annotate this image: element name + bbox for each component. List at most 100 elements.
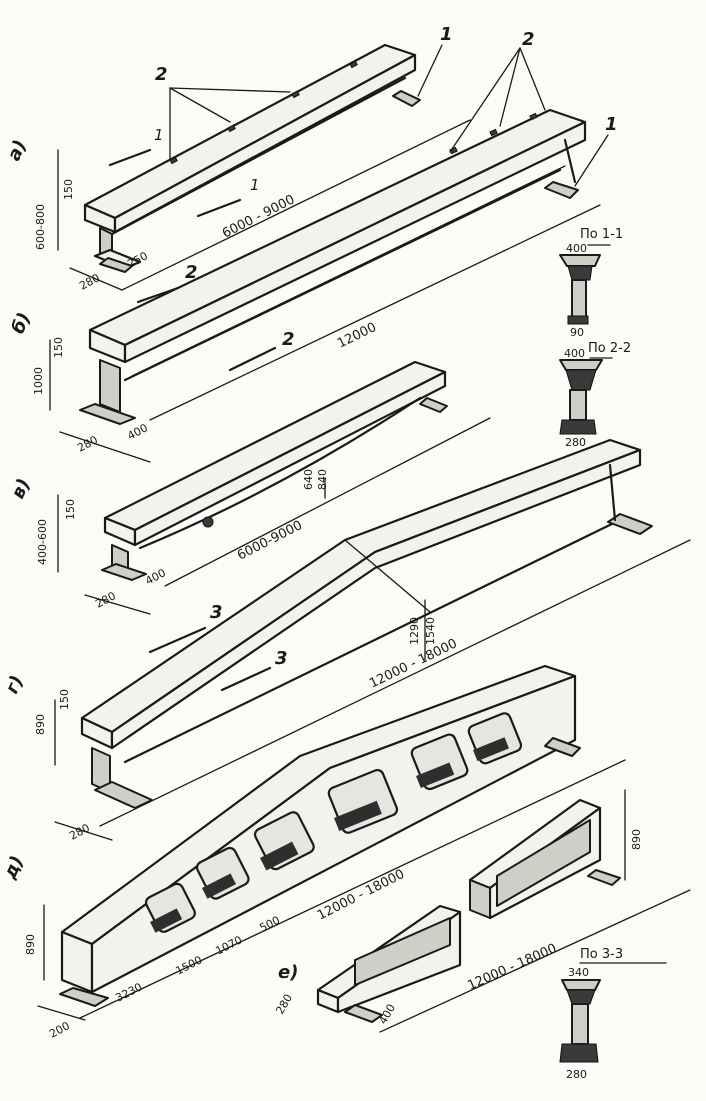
section-3-3-bottom: 280 [566,1068,587,1081]
beam-b-embedded-parts [449,112,538,155]
callout-1-right: 1 [605,114,618,135]
beam-b-top-flange [88,108,587,347]
section-mark-1b: 1 [250,176,260,194]
dim-e-p2: 1500 [173,953,204,977]
dim-e-p3: 1070 [213,933,244,957]
beam-d-ridge-dim [344,539,431,613]
section-mark-2a: 2 [185,262,198,283]
variant-d-label: г) [1,672,27,697]
beam-c-lifting-loop [202,516,214,528]
dim-d-flange: 150 [58,689,71,710]
section-mark-3a: 3 [210,602,223,623]
dim-b-flange: 150 [52,337,65,358]
dim-c-flange: 150 [64,499,77,520]
section-mark-1a: 1 [154,126,164,144]
section-labels: По 1-1 400 90 По 2-2 400 280 По 3-3 340 … [564,227,631,1081]
dim-e-span: 12000 - 18000 [315,867,407,924]
beam-a-support-plate-left [99,257,133,273]
dim-a-span: 6000 - 9000 [220,192,297,241]
variant-c-label: в) [7,475,34,502]
beam-b-side-face [123,120,587,364]
beam-b [79,108,587,425]
callout-numbers: 2 2 1 1 1 1 2 2 3 3 [154,24,618,669]
beam-c-side-face [133,370,447,547]
beam-f-back-end [469,879,491,919]
dim-f-height: 890 [630,829,643,850]
beam-d-bottom-chord [123,518,622,764]
dimension-lines [37,119,691,1033]
dim-f-width: 280 [273,992,295,1017]
beam-d-side-face [110,448,642,750]
dim-d-height: 890 [34,714,47,735]
beam-d-end-web [608,463,617,522]
beam-b-web-line [123,168,562,382]
callout-2-right: 2 [522,29,535,50]
dim-c-mid2: 840 [316,469,329,490]
section-1-1-top: 400 [566,242,587,255]
section-3-3-top: 340 [568,966,589,979]
dim-f-span: 12000 - 18000 [466,941,560,994]
dim-c-width: 280 [93,589,118,610]
beam-b-support-plate [544,181,579,199]
section-1-1-bottom: 90 [570,326,584,339]
beam-e-support-plate-left [59,987,109,1007]
dim-a-flange: 150 [62,179,75,200]
beam-f-back-panel [496,819,591,907]
variant-f-label: е) [278,962,298,983]
variant-e-label: д) [0,853,28,883]
beam-b-web-line2 [131,165,566,377]
variant-a-label: a) [3,137,31,164]
section-2-2 [559,357,613,435]
section-3-3-title: По 3-3 [580,947,623,962]
beam-b-web [99,359,121,413]
beam-c-web-curve [138,396,422,550]
beam-a-web-line [110,76,407,236]
section-3-3 [559,962,667,1063]
dim-a-web: 250 [125,249,150,270]
dim-c-web: 400 [143,566,168,587]
beam-f-support-plate-right [587,869,621,886]
dim-e-width: 200 [47,1019,72,1040]
beam-c [101,360,448,581]
section-1-1-title: По 1-1 [580,227,623,242]
dim-c-height: 400-600 [36,519,49,565]
beam-e-support-plate-right [544,737,581,757]
beam-a-side-face [113,53,417,234]
dim-c-span: 6000-9000 [235,518,305,564]
beam-e-openings [144,712,523,933]
beam-a-embedded-parts [169,60,358,165]
dim-d-mid1: 1290 [408,617,421,645]
section-2-2-top: 400 [564,347,585,360]
beam-d-support-plate [607,513,653,535]
dim-a-height: 600-800 [34,204,47,250]
beam-c-bottom-flange [101,563,147,581]
section-mark-2b: 2 [282,329,295,350]
callout-1-top: 1 [440,24,453,45]
section-2-2-bottom: 280 [565,436,586,449]
callout-2-left: 2 [155,64,168,85]
dim-b-span: 12000 [335,320,379,352]
callout-leaders [108,44,609,692]
dim-f-web: 400 [376,1002,398,1027]
beam-c-support-plate [419,397,448,413]
beam-f [316,798,621,1023]
beam-e [59,664,581,1007]
section-2-2-title: По 2-2 [588,341,631,356]
section-1-1 [559,244,611,325]
beam-b-end-web [563,138,577,184]
beam-f-support-plate-left [344,1004,383,1023]
beam-a [83,43,421,273]
section-mark-3b: 3 [275,648,288,669]
beam-f-front-panel [354,917,451,986]
dim-b-web: 400 [125,421,150,442]
dim-a-width: 280 [77,271,102,292]
dim-e-height: 890 [24,934,37,955]
dim-e-p1: 3230 [113,980,144,1004]
dim-d-mid2: 1540 [424,617,437,645]
beam-b-bottom-flange [79,403,136,425]
beam-d [80,438,653,809]
dim-d-width: 280 [67,821,92,842]
beam-a-support-plate-right [392,90,421,107]
